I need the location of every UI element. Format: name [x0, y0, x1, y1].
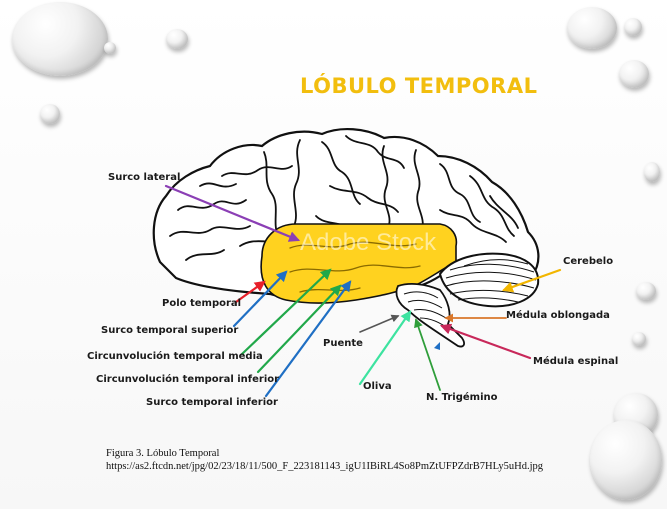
- surco-temporal-inferior-arrow: [264, 280, 352, 398]
- label-surco-temporal-superior: Surco temporal superior: [101, 325, 239, 336]
- droplet-decoration: [636, 282, 656, 300]
- surco-temporal-superior-arrow: [232, 270, 288, 328]
- droplet-decoration: [590, 420, 662, 500]
- surco-lateral-arrow: [164, 184, 301, 242]
- caption-source-url[interactable]: https://as2.ftcdn.net/jpg/02/23/18/11/50…: [106, 461, 544, 472]
- label-polo-temporal: Polo temporal: [162, 298, 242, 309]
- medula-espinal-arrow: [439, 323, 532, 360]
- caption-title: Figura 3. Lóbulo Temporal: [106, 448, 220, 459]
- puente-arrow: [359, 314, 400, 333]
- droplet-decoration: [12, 2, 108, 76]
- droplet-decoration: [567, 7, 617, 49]
- label-surco-lateral: Surco lateral: [108, 172, 181, 183]
- label-medula-oblongada: Médula oblongada: [506, 310, 610, 321]
- watermark-text: Adobe Stock: [300, 229, 437, 256]
- label-circunvolucion-temporal-media: Circunvolución temporal media: [87, 351, 263, 362]
- label-medula-espinal: Médula espinal: [533, 356, 619, 367]
- circunvolucion-temporal-media-arrow: [240, 268, 332, 356]
- polo-temporal-arrow: [234, 280, 266, 304]
- droplet-decoration: [104, 42, 116, 54]
- droplet-decoration: [644, 162, 660, 182]
- n-trigemino-arrow: [414, 318, 441, 391]
- droplet-decoration: [619, 60, 649, 88]
- droplet-decoration: [40, 104, 60, 124]
- small-blue-marker: [434, 342, 440, 350]
- droplet-decoration: [624, 18, 642, 36]
- label-circunvolucion-temporal-inferior: Circunvolución temporal inferior: [96, 374, 280, 385]
- figure-caption: Figura 3. Lóbulo Temporal https://as2.ft…: [106, 447, 543, 473]
- brain-cerebellum: [438, 252, 540, 308]
- label-puente: Puente: [323, 338, 363, 349]
- label-cerebelo: Cerebelo: [563, 256, 614, 267]
- pointer-arrows: [164, 184, 562, 398]
- circunvolucion-temporal-inferior-arrow: [256, 284, 342, 374]
- droplet-decoration: [632, 332, 646, 346]
- droplet-decoration: [166, 29, 188, 49]
- label-n-trigemino: N. Trigémino: [426, 392, 498, 403]
- cerebelo-arrow: [501, 268, 562, 293]
- label-surco-temporal-inferior: Surco temporal inferior: [146, 397, 278, 408]
- label-oliva: Oliva: [363, 381, 392, 392]
- slide-title: LÓBULO TEMPORAL: [300, 74, 538, 98]
- oliva-arrow: [358, 310, 412, 386]
